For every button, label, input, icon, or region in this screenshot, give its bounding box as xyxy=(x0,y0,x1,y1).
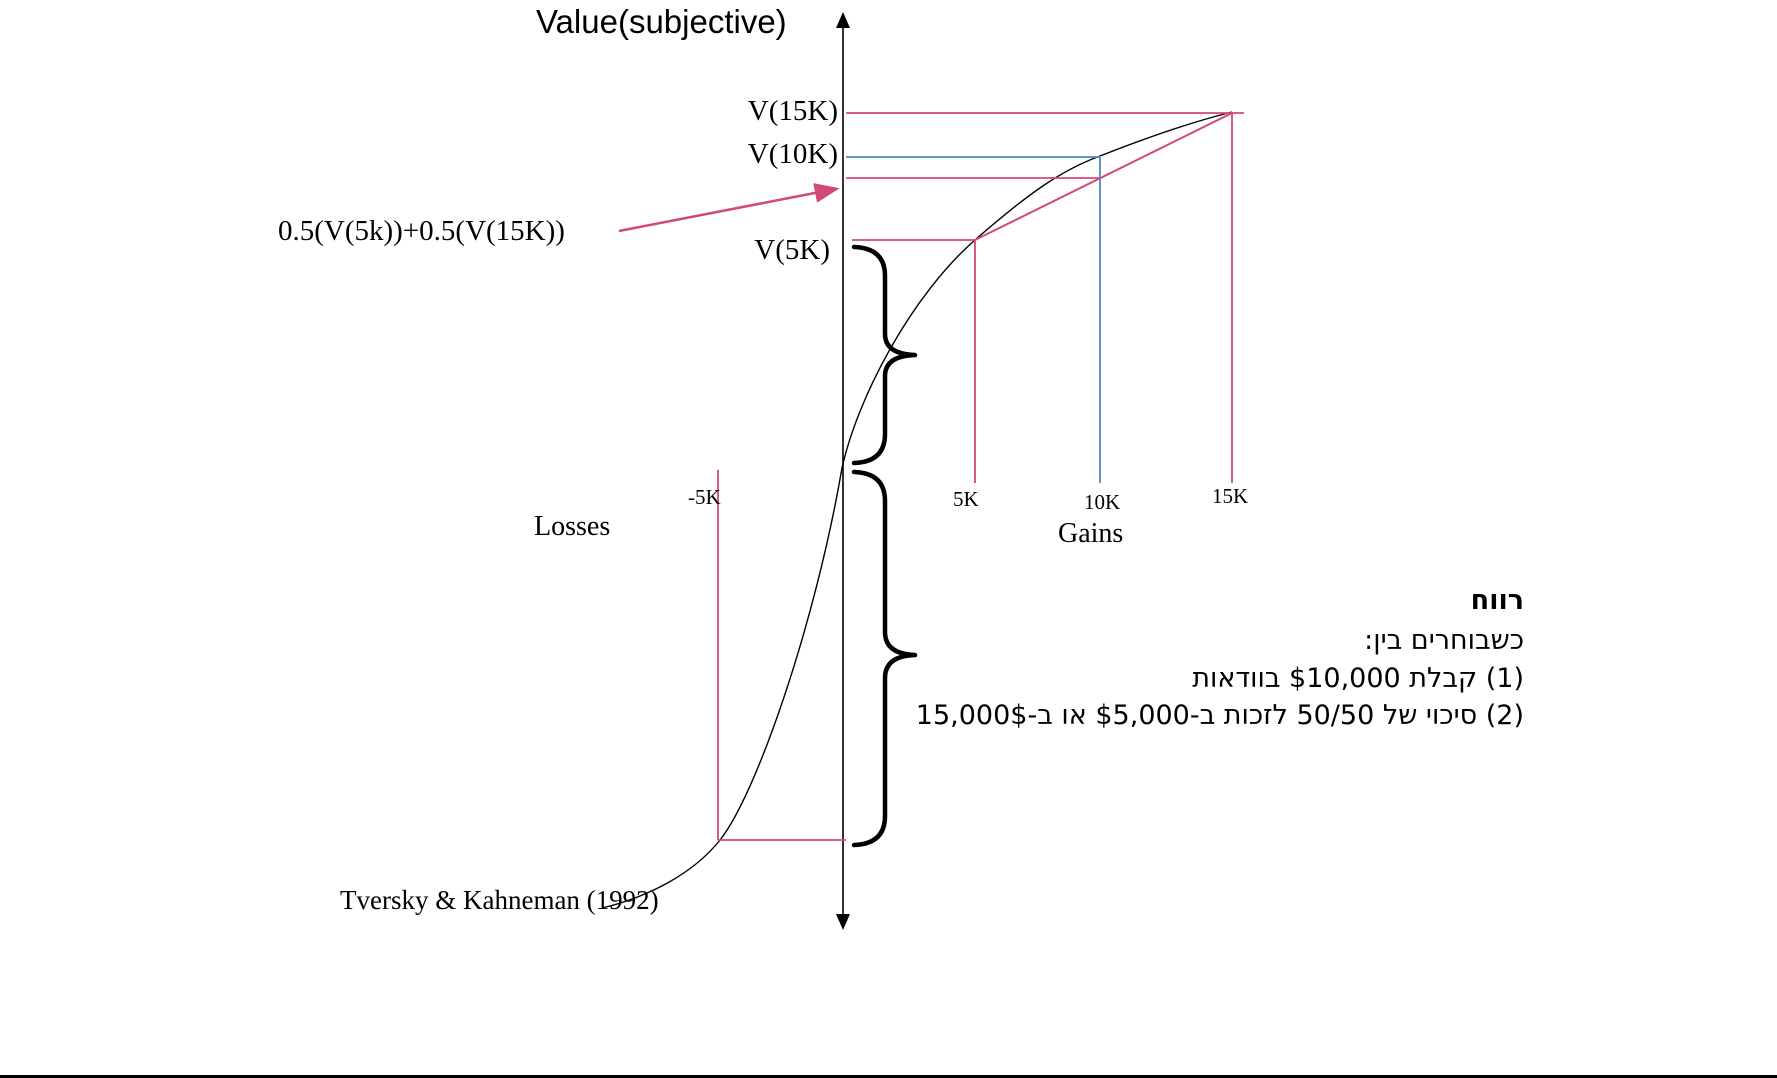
v10k-label: V(10K) xyxy=(747,138,838,170)
loss-magnitude-brace xyxy=(851,469,918,848)
note-line-choice: כשבוחרים בין: xyxy=(1364,625,1524,656)
gain-magnitude-brace xyxy=(851,244,918,466)
tick-label-5k: 5K xyxy=(953,487,979,511)
gains-axis-label: Gains xyxy=(1058,518,1124,549)
note-line-option1: (1) קבלת $10,000 בוודאות xyxy=(1192,663,1524,694)
v15k-label: V(15K) xyxy=(747,95,838,127)
y-axis-title: Value(subjective) xyxy=(536,3,787,40)
mixed-value-formula-label: 0.5(V(5k))+0.5(V(15K)) xyxy=(278,215,565,247)
y-axis-arrowhead-bottom xyxy=(836,914,850,930)
note-line-option2: (2) סיכוי של 50/50 לזכות ב-$5,000 או ב-1… xyxy=(915,700,1524,731)
y-axis-arrowhead-top xyxy=(836,12,850,28)
losses-axis-label: Losses xyxy=(534,511,611,542)
note-heading: רווח xyxy=(1470,585,1524,616)
tick-label-15k: 15K xyxy=(1212,484,1249,508)
gamble-chord-line xyxy=(974,112,1233,241)
formula-annotation-arrow xyxy=(618,183,840,233)
tick-label-minus5k: -5K xyxy=(688,485,721,509)
v5k-label: V(5K) xyxy=(754,234,830,266)
tick-label-10k: 10K xyxy=(1084,490,1121,514)
citation-label: Tversky & Kahneman (1992) xyxy=(340,885,659,915)
value-function-curve xyxy=(601,111,1233,909)
